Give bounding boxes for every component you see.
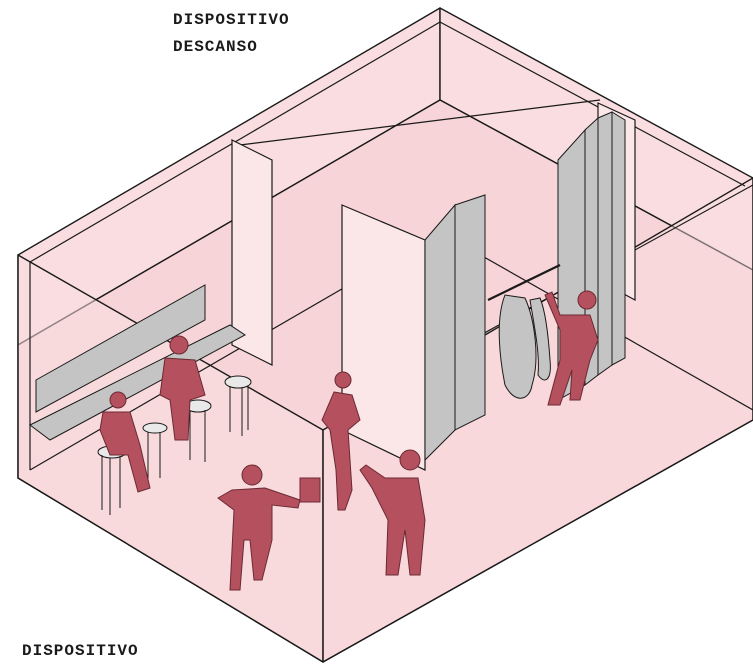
stool-2 (143, 423, 167, 433)
label-descanso-line-2: DESCANSO (173, 38, 258, 56)
partition-center (342, 205, 425, 470)
stool-4 (225, 376, 251, 388)
label-dispositivo-bottom: DISPOSITIVO (22, 642, 139, 660)
folding-panel-1 (425, 205, 455, 460)
folding-panel-5 (598, 112, 612, 375)
shopping-bag (300, 478, 320, 502)
label-descanso-line-1: DISPOSITIVO (173, 11, 290, 29)
folding-panel-6 (612, 112, 625, 365)
folding-panel-2 (455, 195, 485, 430)
